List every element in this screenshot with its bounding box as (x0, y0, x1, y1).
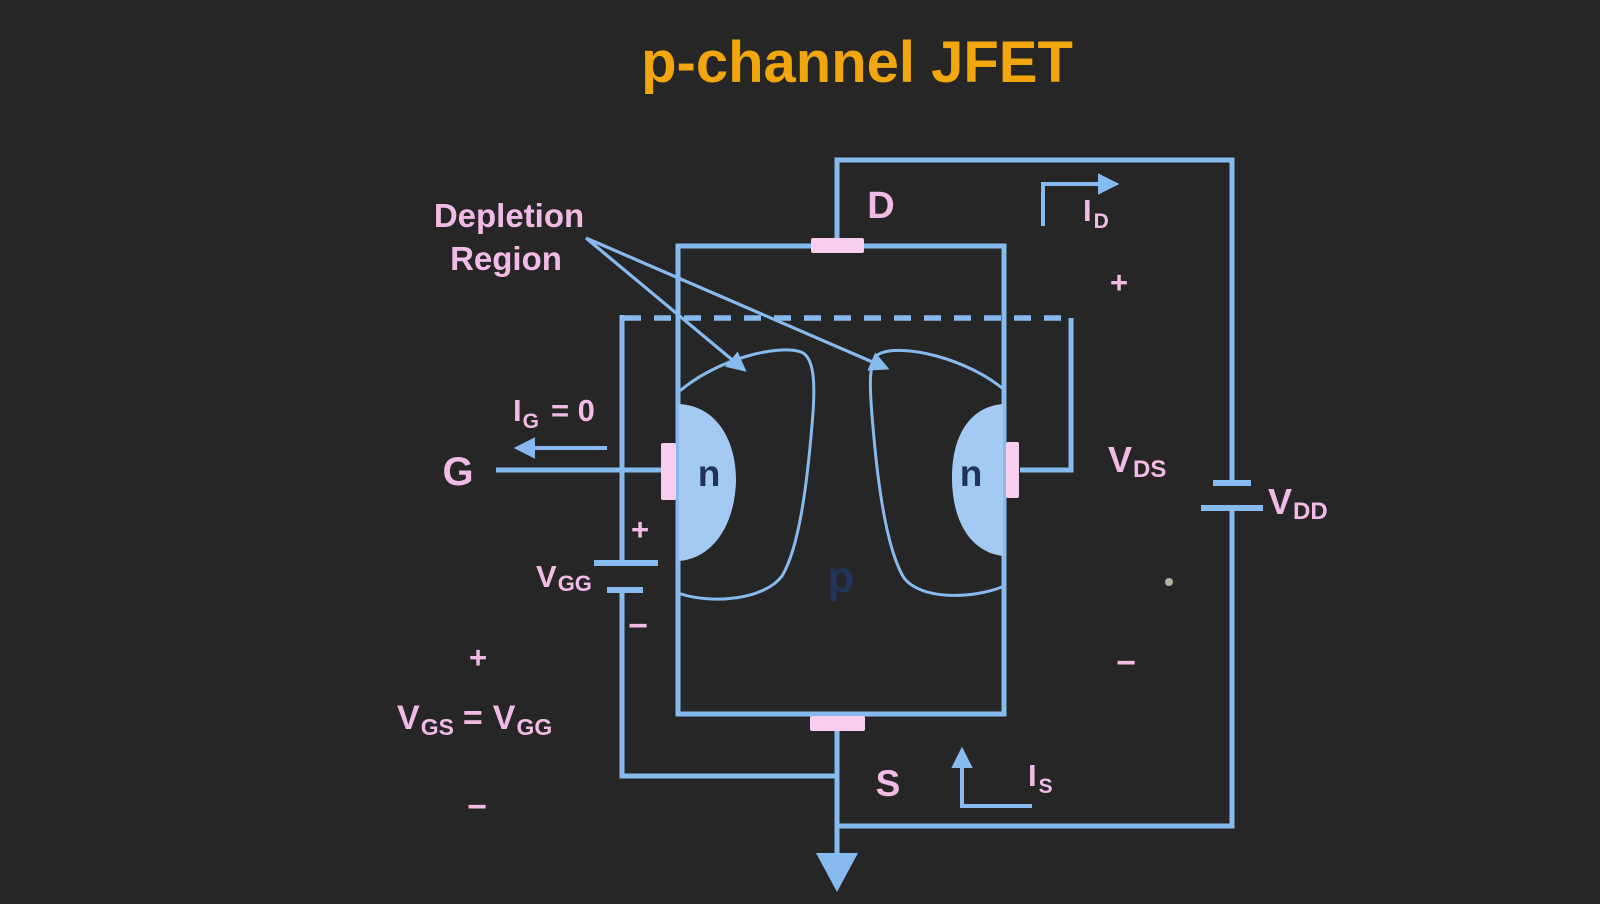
source-down-arrow (816, 853, 858, 892)
is-label: IS (1028, 758, 1053, 798)
drain-to-vdd-wire (834, 157, 1235, 481)
drain-terminal-bar (811, 238, 864, 253)
ig-label: IG= 0 (513, 393, 595, 433)
n-region-right (951, 404, 1003, 556)
vdd-to-source-wire (838, 510, 1235, 829)
depletion-pointer-right-arrow (585, 236, 890, 371)
is-current-arrow (951, 746, 1032, 808)
depletion-label-line1: Depletion (434, 197, 584, 234)
source-label: S (876, 763, 901, 804)
drain-label: D (867, 185, 894, 227)
source-terminal-bar (810, 716, 865, 731)
page-title: p-channel JFET (641, 30, 1073, 95)
gate-terminal-bar-left (661, 443, 676, 500)
vdd-label: VDD (1268, 481, 1328, 525)
vgs-equation: VGS=VGG (397, 699, 552, 740)
gate-label: G (442, 450, 473, 494)
vgs-plus-sign: + (469, 640, 487, 675)
vds-label: VDS (1108, 439, 1166, 483)
vgg-label: VGG (536, 559, 592, 596)
depletion-pointer-left-arrow (584, 236, 747, 372)
depletion-outline-right (868, 348, 1004, 597)
vgg-minus-sign: − (628, 607, 648, 645)
gate-loop-lower-wire (619, 592, 838, 779)
vgg-plus-sign: + (631, 512, 649, 547)
id-label: ID (1083, 193, 1109, 233)
n-label-right: n (960, 453, 983, 494)
right-gate-connector-wire (1020, 318, 1074, 473)
p-label: p (828, 553, 855, 602)
id-current-arrow (1041, 173, 1120, 226)
n-region-left (679, 404, 736, 561)
n-label-left: n (698, 453, 721, 494)
depletion-outline-left (679, 348, 816, 601)
gate-terminal-bar-right (1006, 442, 1019, 498)
cursor-dot (1165, 578, 1173, 586)
depletion-label-line2: Region (450, 240, 562, 277)
vds-plus-sign: + (1110, 265, 1128, 300)
vgs-minus-sign: − (467, 788, 487, 826)
vds-minus-sign: − (1116, 644, 1136, 682)
